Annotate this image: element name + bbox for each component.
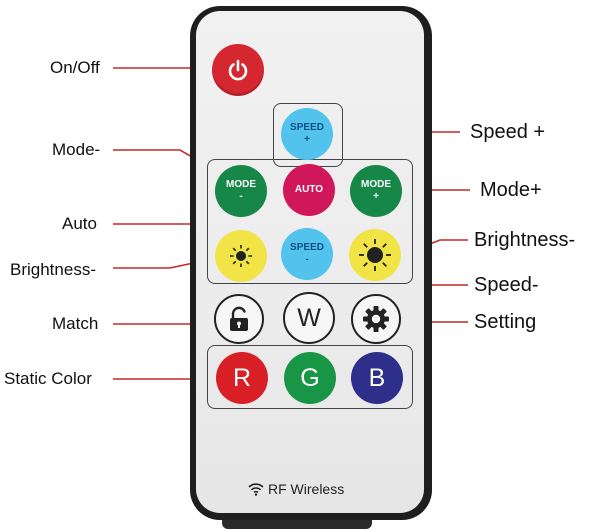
padlock-icon xyxy=(230,306,248,331)
speed-minus-sign: - xyxy=(305,254,309,265)
brightness-minus-button[interactable] xyxy=(215,230,267,282)
wifi-icon xyxy=(248,483,264,496)
label-setting: Setting xyxy=(474,311,537,333)
red-color-button[interactable]: R xyxy=(216,352,268,404)
label-speed-plus: Speed + xyxy=(470,121,546,143)
speed-plus-button[interactable]: SPEED + xyxy=(281,108,333,160)
mode-minus-button[interactable]: MODE - xyxy=(215,165,267,217)
label-mode-minus: Mode- xyxy=(52,140,101,159)
sun-large-icon xyxy=(359,239,391,271)
mode-minus-text: MODE xyxy=(226,179,256,190)
speed-plus-sign: + xyxy=(304,134,310,145)
setting-button[interactable] xyxy=(351,294,401,344)
match-button[interactable] xyxy=(214,294,264,344)
brightness-plus-button[interactable] xyxy=(349,229,401,281)
auto-text: AUTO xyxy=(294,184,324,195)
blue-color-button[interactable]: B xyxy=(351,352,403,404)
power-button[interactable] xyxy=(212,44,264,96)
green-button-text: G xyxy=(300,363,320,392)
rf-wireless-footer: RF Wireless xyxy=(248,481,344,497)
white-button-text: W xyxy=(297,303,321,332)
auto-button[interactable]: AUTO xyxy=(283,164,335,216)
mode-plus-button[interactable]: MODE + xyxy=(350,165,402,217)
speed-minus-button[interactable]: SPEED - xyxy=(281,228,333,280)
mode-plus-text: MODE xyxy=(361,179,391,190)
label-match: Match xyxy=(52,314,99,333)
color-button-zone xyxy=(207,345,413,409)
rf-wireless-text: RF Wireless xyxy=(268,481,345,497)
label-static-color: Static Color xyxy=(4,369,92,388)
label-on-off: On/Off xyxy=(50,58,100,77)
label-mode-plus: Mode+ xyxy=(480,179,542,201)
green-color-button[interactable]: G xyxy=(284,352,336,404)
speed-plus-text: SPEED xyxy=(290,122,324,133)
white-button[interactable]: W xyxy=(283,292,335,344)
speed-minus-text: SPEED xyxy=(290,242,324,253)
blue-button-text: B xyxy=(368,363,386,392)
label-brightness-minus: Brightness- xyxy=(10,260,96,279)
gear-icon xyxy=(363,306,389,332)
label-speed-minus: Speed- xyxy=(474,274,539,296)
label-brightness-right: Brightness- xyxy=(474,229,576,251)
power-icon xyxy=(228,59,248,81)
sun-small-icon xyxy=(230,245,252,267)
mode-plus-sign: + xyxy=(373,191,379,202)
label-auto: Auto xyxy=(62,214,97,233)
red-button-text: R xyxy=(232,363,252,392)
mode-minus-sign: - xyxy=(239,191,243,202)
